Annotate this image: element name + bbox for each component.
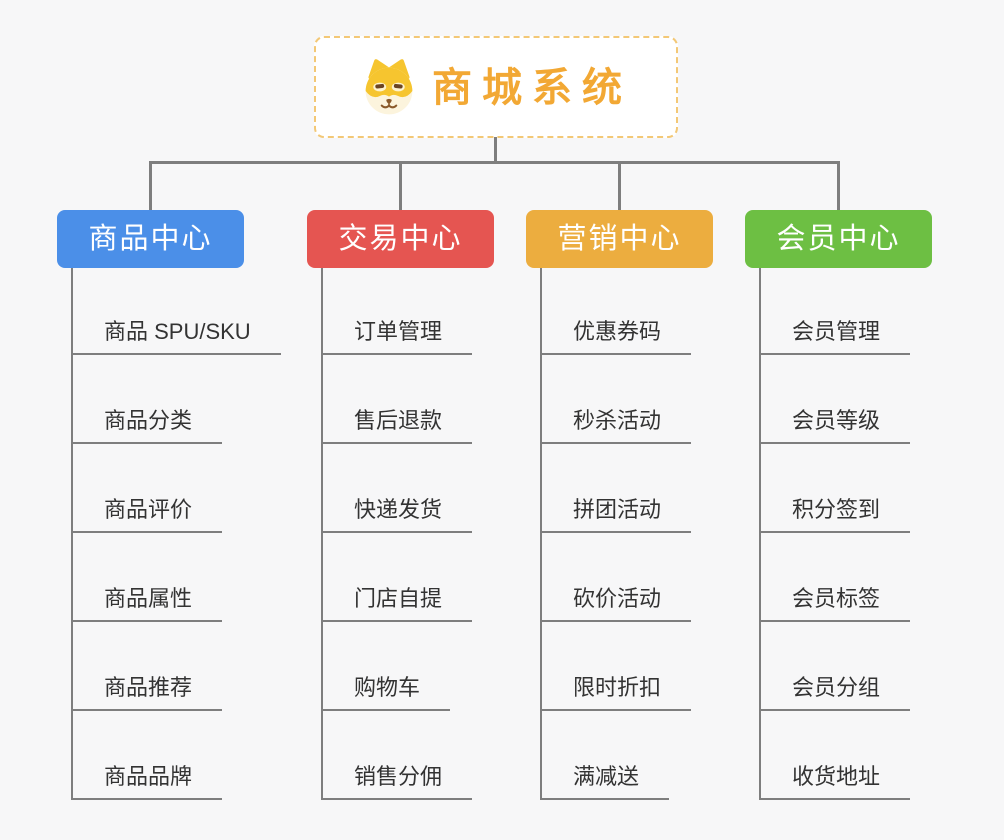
branch-header[interactable]: 营销中心 bbox=[526, 210, 713, 268]
leaf-node[interactable]: 商品 SPU/SKU bbox=[71, 318, 281, 355]
branch-header[interactable]: 会员中心 bbox=[745, 210, 932, 268]
leaf-node[interactable]: 会员标签 bbox=[759, 585, 911, 622]
leaf-node[interactable]: 快递发货 bbox=[321, 496, 473, 533]
leaf-node[interactable]: 购物车 bbox=[321, 674, 451, 711]
leaf-node[interactable]: 秒杀活动 bbox=[540, 407, 692, 444]
connector-trunk bbox=[540, 268, 542, 800]
root-title: 商城系统 bbox=[432, 66, 632, 110]
connector-bus bbox=[149, 161, 840, 164]
branch-column: 会员中心 会员管理会员等级积分签到会员标签会员分组收货地址 bbox=[745, 161, 933, 810]
leaf-node[interactable]: 商品推荐 bbox=[71, 674, 223, 711]
leaf-node[interactable]: 售后退款 bbox=[321, 407, 473, 444]
leaf-node[interactable]: 商品属性 bbox=[71, 585, 223, 622]
leaf-node[interactable]: 商品品牌 bbox=[71, 763, 223, 800]
leaf-node[interactable]: 拼团活动 bbox=[540, 496, 692, 533]
leaf-node[interactable]: 会员分组 bbox=[759, 674, 911, 711]
root-node[interactable]: 商城系统 bbox=[314, 36, 678, 138]
leaf-node[interactable]: 砍价活动 bbox=[540, 585, 692, 622]
leaf-node[interactable]: 商品评价 bbox=[71, 496, 223, 533]
branch-header[interactable]: 商品中心 bbox=[57, 210, 244, 268]
leaf-node[interactable]: 商品分类 bbox=[71, 407, 223, 444]
leaf-node[interactable]: 门店自提 bbox=[321, 585, 473, 622]
connector-trunk bbox=[71, 268, 73, 800]
leaf-node[interactable]: 优惠券码 bbox=[540, 318, 692, 355]
connector-root-stem bbox=[494, 137, 497, 162]
leaf-node[interactable]: 收货地址 bbox=[759, 763, 911, 800]
connector-drop bbox=[837, 161, 840, 210]
branch-header[interactable]: 交易中心 bbox=[307, 210, 494, 268]
connector-trunk bbox=[759, 268, 761, 800]
connector-drop bbox=[149, 161, 152, 210]
leaf-node[interactable]: 会员管理 bbox=[759, 318, 911, 355]
leaf-node[interactable]: 满减送 bbox=[540, 763, 670, 800]
leaf-node[interactable]: 订单管理 bbox=[321, 318, 473, 355]
connector-drop bbox=[399, 161, 402, 210]
leaf-node[interactable]: 会员等级 bbox=[759, 407, 911, 444]
leaf-node[interactable]: 限时折扣 bbox=[540, 674, 692, 711]
branch-column: 营销中心 优惠券码秒杀活动拼团活动砍价活动限时折扣满减送 bbox=[526, 161, 714, 810]
leaf-node[interactable]: 积分签到 bbox=[759, 496, 911, 533]
leaf-node[interactable]: 销售分佣 bbox=[321, 763, 473, 800]
connector-drop bbox=[618, 161, 621, 210]
branch-column: 交易中心 订单管理售后退款快递发货门店自提购物车销售分佣 bbox=[307, 161, 495, 810]
dog-face-icon bbox=[360, 58, 418, 116]
connector-trunk bbox=[321, 268, 323, 800]
branch-column: 商品中心 商品 SPU/SKU 商品分类商品评价商品属性商品推荐商品品牌 bbox=[57, 161, 281, 810]
